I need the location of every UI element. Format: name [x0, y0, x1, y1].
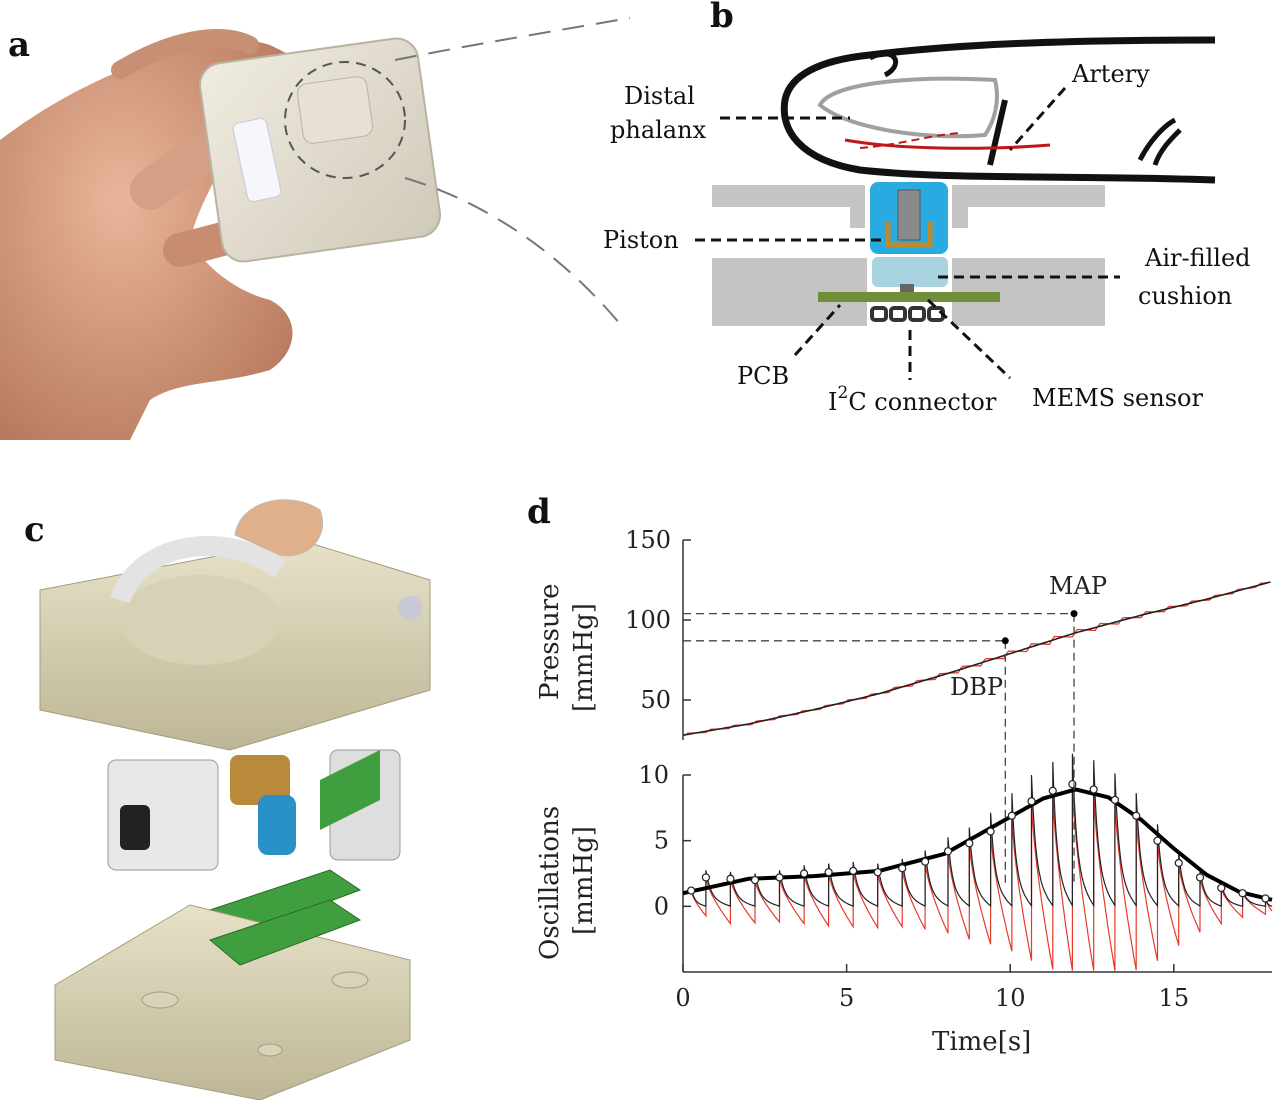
housing-top [712, 185, 865, 228]
osc-peak-marker [873, 868, 882, 877]
pressure-chart: 50 100 150 Pressure [mmHg] DBP MAP [535, 526, 1271, 740]
distal-phalanx-bone [817, 76, 999, 139]
osc-peak-marker [1174, 858, 1183, 868]
osc-xtick-label: 0 [675, 984, 690, 1012]
panel-letter-c: c [24, 510, 45, 550]
osc-peak-marker [1132, 811, 1141, 820]
spring-coil [230, 755, 290, 805]
label-mems: MEMS sensor [1032, 384, 1203, 412]
label-cushion: cushion [1138, 282, 1232, 310]
panel-letter-d: d [527, 492, 551, 532]
panel-letter-a: a [8, 25, 31, 65]
osc-peak-marker [898, 864, 907, 873]
osc-peak-marker [986, 827, 995, 836]
osc-peak-marker [824, 868, 833, 877]
device-box [199, 37, 441, 263]
osc-peak-marker [1048, 786, 1057, 795]
osc-ylabel-2: [mmHg] [569, 826, 599, 935]
osc-peak-marker [849, 866, 858, 875]
osc-peak-marker [799, 869, 809, 878]
osc-peak-marker [1238, 889, 1247, 898]
label-artery: Artery [1071, 60, 1150, 88]
pressure-ylabel-2: [mmHg] [569, 603, 599, 712]
osc-ytick-label: 0 [654, 892, 669, 920]
osc-peak-marker [750, 875, 760, 885]
osc-peak-marker [1027, 797, 1036, 806]
osc-peak-marker [701, 873, 711, 882]
pressure-ytick-label: 50 [640, 686, 671, 714]
pressure-ytick-label: 150 [625, 526, 671, 554]
pressure-raw-series [682, 581, 1271, 737]
blue-sensor-cylinder [258, 795, 296, 855]
osc-peak-marker [1217, 883, 1226, 893]
bottom-shell [54, 904, 411, 1100]
osc-raw-series [690, 784, 1273, 971]
pressure-ylabel-1: Pressure [535, 583, 565, 700]
i2c-connector-pins [870, 306, 945, 322]
osc-xtick-label: 5 [839, 984, 854, 1012]
osc-peak-marker [921, 857, 930, 866]
osc-peak-marker [775, 873, 784, 882]
osc-xtick-label: 15 [1159, 984, 1190, 1012]
label-piston: Piston [603, 226, 679, 254]
osc-peak-marker [943, 847, 953, 856]
photo-finger-device [0, 17, 631, 440]
label-air-filled: Air-filled [1144, 244, 1251, 272]
annotation-point [1070, 610, 1078, 618]
osc-peak-marker [1261, 894, 1270, 903]
pressure-smooth-series [682, 581, 1271, 736]
pressure-ytick-label: 100 [625, 606, 671, 634]
label-pcb: PCB [737, 362, 789, 390]
pcb-board [818, 292, 1000, 302]
osc-filtered-series [690, 753, 1273, 908]
artery-vessel [844, 138, 1051, 150]
osc-peak-marker [726, 874, 735, 883]
osc-peak-marker [1110, 795, 1120, 805]
annotation-dbp: DBP [950, 673, 1003, 701]
label-i2c: I2C connector [828, 383, 997, 416]
osc-ylabel-1: Oscillations [535, 806, 565, 960]
exploded-cad-render [39, 499, 431, 1100]
osc-peak-marker [1007, 811, 1016, 820]
annotation-point [1001, 637, 1009, 645]
osc-peak-marker [687, 886, 696, 895]
finger-outline [780, 36, 1216, 184]
label-phalanx: phalanx [610, 116, 707, 144]
cross-section-diagram: Distal phalanx Artery Piston Air-filled … [603, 36, 1251, 416]
osc-xlabel: Time[s] [932, 1027, 1031, 1057]
oscillations-chart: 0 5 10 0 5 10 15 Oscillations [mmHg] Time[s] [535, 753, 1273, 1057]
osc-envelope-series [682, 787, 1273, 902]
air-cushion [872, 257, 948, 287]
osc-ytick-label: 5 [654, 827, 669, 855]
label-distal: Distal [624, 82, 695, 110]
velcro-strap [232, 117, 282, 203]
osc-xtick-label: 10 [995, 984, 1026, 1012]
osc-ytick-label: 10 [638, 761, 669, 789]
annotation-map: MAP [1049, 572, 1107, 600]
panel-letter-b: b [710, 0, 734, 36]
osc-peak-marker [965, 839, 974, 848]
osc-peak-marker [1089, 785, 1098, 794]
finger-pad [234, 499, 324, 557]
finger-ring [110, 536, 287, 604]
osc-peak-marker [1195, 873, 1205, 882]
osc-peak-marker [1068, 780, 1077, 789]
osc-peak-marker [1153, 836, 1162, 845]
